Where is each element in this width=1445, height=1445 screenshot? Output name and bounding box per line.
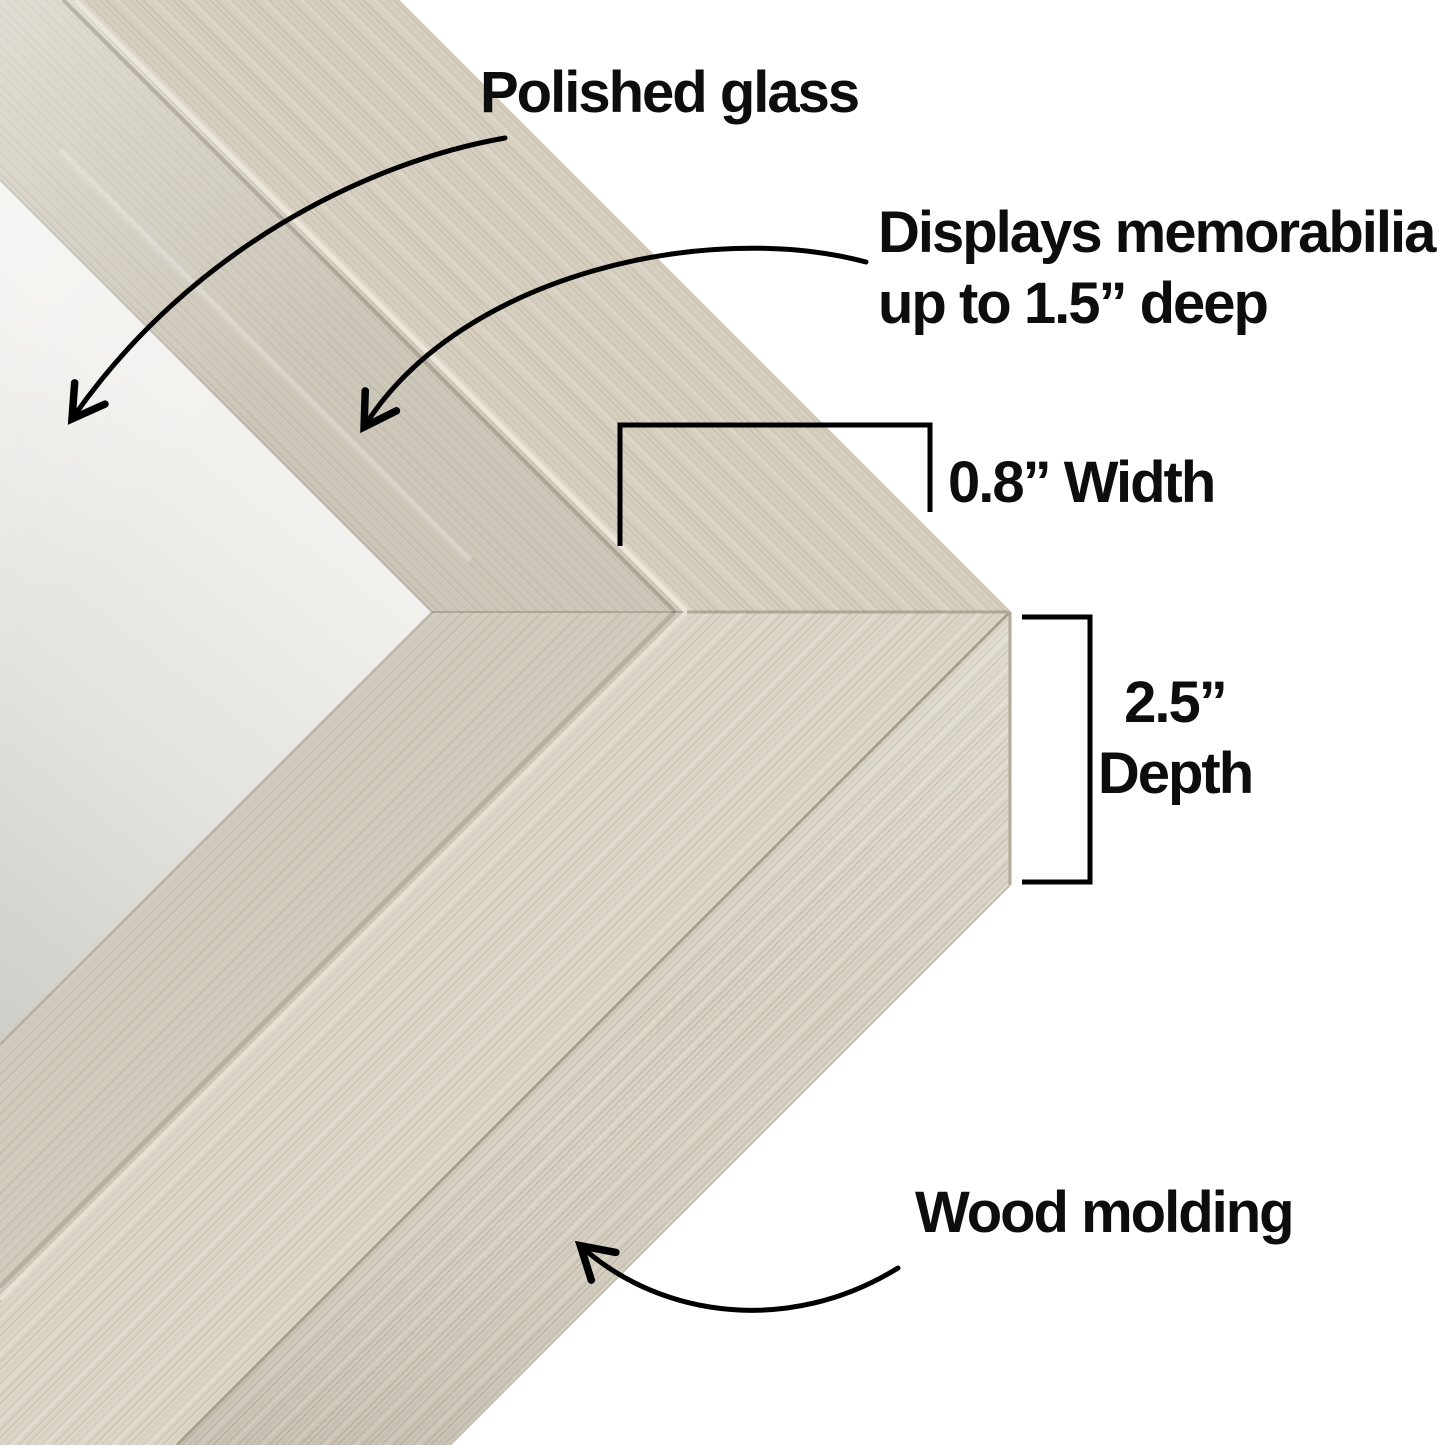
- frame-top-face-lower-arm: [0, 612, 1010, 1445]
- displays-memorabilia-line2: up to 1.5” deep: [878, 270, 1269, 336]
- depth-dimension-bracket: [1022, 614, 1093, 885]
- displays-memorabilia-label: Displays memorabilia up to 1.5” deep: [878, 198, 1436, 340]
- frame-top-face-upper-arm: [75, 0, 1010, 612]
- width-label: 0.8” Width: [948, 450, 1216, 515]
- depth-value: 2.5”: [1124, 670, 1228, 735]
- width-dimension-bracket: [617, 422, 933, 546]
- glass-bevel-edge-lower: [0, 610, 689, 1301]
- wood-molding-label: Wood molding: [915, 1180, 1295, 1245]
- polished-glass-label: Polished glass: [480, 60, 860, 125]
- glass-reflection-streak-2: [57, 147, 473, 563]
- polished-glass-arrow: [67, 135, 508, 425]
- glass-bevel-edge-upper: [73, 0, 689, 614]
- wood-molding-arrow: [574, 1240, 901, 1313]
- depth-label: 2.5” Depth: [1085, 668, 1265, 810]
- displays-memorabilia-line1: Displays memorabilia: [878, 200, 1436, 265]
- glass-pane: [0, 0, 687, 1299]
- glass-inner-shadow-lower: [0, 610, 677, 1289]
- displays-memorabilia-arrow: [360, 245, 869, 434]
- depth-word: Depth: [1097, 740, 1254, 806]
- glass-inner-shadow-upper: [61, 0, 677, 614]
- top-side-edge: [175, 610, 1012, 1445]
- outer-edge-upper-arm: [397, 0, 1011, 613]
- bottom-silhouette-edge: [449, 884, 1011, 1445]
